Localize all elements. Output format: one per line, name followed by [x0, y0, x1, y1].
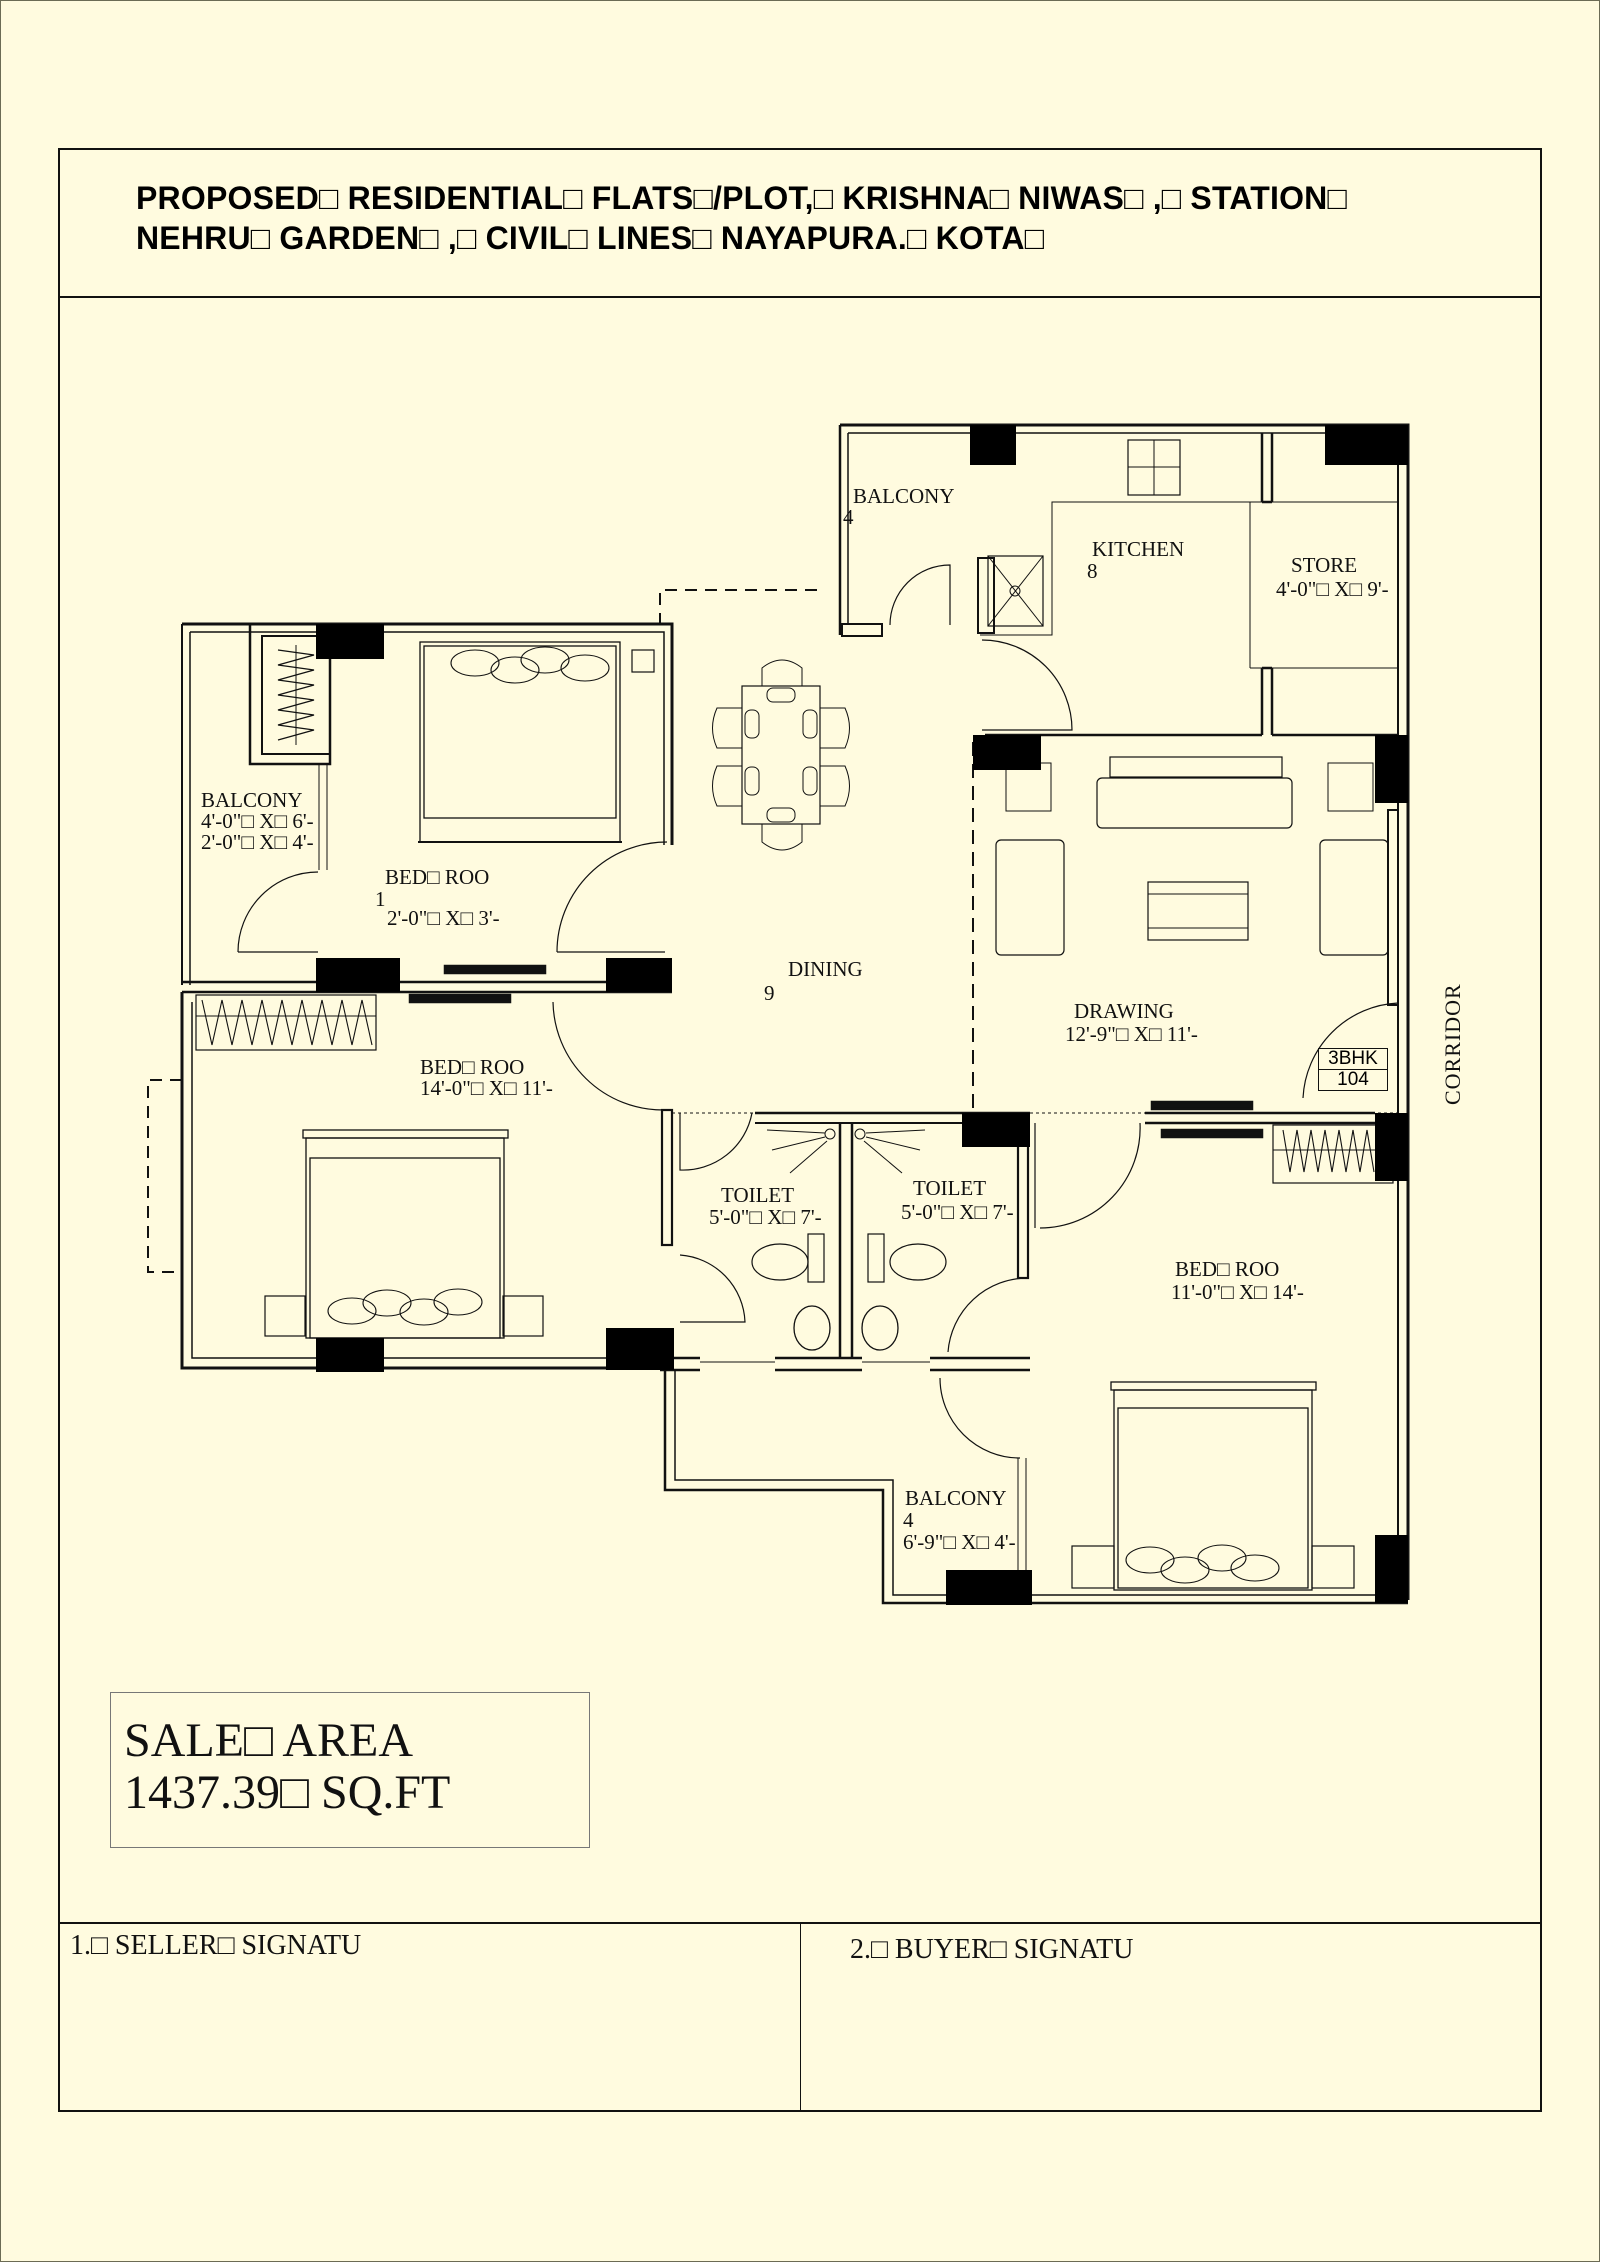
balcony-bottom-label: BALCONY — [905, 1486, 1007, 1510]
bedroom-1-label: BED□ ROO — [385, 865, 490, 889]
dining-number: 9 — [764, 981, 775, 1005]
title-line-1: PROPOSED□ RESIDENTIAL□ FLATS□/PLOT,□ KRI… — [136, 180, 1348, 216]
bedroom-2-size: 14'-0"□ X□ 11'- — [420, 1076, 553, 1100]
drawing-label: DRAWING — [1074, 999, 1174, 1023]
bedroom-1-size: 2'-0"□ X□ 3'- — [387, 906, 500, 930]
dining-label: DINING — [788, 957, 863, 981]
balcony-top-label: BALCONY — [853, 484, 955, 508]
toilet-2-size: 5'-0"□ X□ 7'- — [901, 1200, 1014, 1224]
balcony-left-size-2: 2'-0"□ X□ 4'- — [201, 830, 314, 854]
bedroom-3-size: 11'-0"□ X□ 14'- — [1171, 1280, 1304, 1304]
unit-type: 3BHK — [1319, 1049, 1387, 1070]
unit-number: 104 — [1337, 1069, 1369, 1090]
buyer-signature-label: 2.□ BUYER□ SIGNATU — [850, 1934, 1134, 1965]
balcony-bottom-size: 6'-9"□ X□ 4'- — [903, 1530, 1016, 1554]
store-label: STORE — [1291, 553, 1358, 577]
sale-area-box: SALE□ AREA 1437.39□ SQ.FT — [110, 1692, 590, 1848]
toilet-2-label: TOILET — [913, 1176, 987, 1200]
kitchen-label: KITCHEN — [1092, 537, 1185, 561]
bedroom-2-label: BED□ ROO — [420, 1055, 525, 1079]
bedroom-3-label: BED□ ROO — [1175, 1257, 1280, 1281]
store-size: 4'-0"□ X□ 9'- — [1276, 577, 1389, 601]
toilet-1-size: 5'-0"□ X□ 7'- — [709, 1205, 822, 1229]
balcony-left-label: BALCONY — [201, 788, 303, 812]
project-title: PROPOSED□ RESIDENTIAL□ FLATS□/PLOT,□ KRI… — [136, 178, 1347, 258]
title-line-2: NEHRU□ GARDEN□ ,□ CIVIL□ LINES□ NAYAPURA… — [136, 220, 1045, 256]
drawing-size: 12'-9"□ X□ 11'- — [1065, 1022, 1198, 1046]
structural-columns — [316, 425, 1408, 1605]
title-block: PROPOSED□ RESIDENTIAL□ FLATS□/PLOT,□ KRI… — [58, 148, 1542, 298]
toilet-1-label: TOILET — [721, 1183, 795, 1207]
unit-tag: 3BHK 104 — [1318, 1048, 1388, 1091]
seller-signature-label: 1.□ SELLER□ SIGNATU — [70, 1930, 362, 1961]
bedroom-1-number: 1 — [375, 887, 386, 911]
balcony-left-size-1: 4'-0"□ X□ 6'- — [201, 809, 314, 833]
signature-divider — [800, 1922, 801, 2112]
balcony-top-number: 4 — [843, 505, 854, 529]
sale-area-label: SALE□ AREA — [124, 1714, 414, 1767]
kitchen-number: 8 — [1087, 559, 1098, 583]
corridor-label: CORRIDOR — [1440, 983, 1465, 1105]
balcony-bottom-number: 4 — [903, 1508, 914, 1532]
sale-area-value: 1437.39□ SQ.FT — [124, 1766, 451, 1819]
